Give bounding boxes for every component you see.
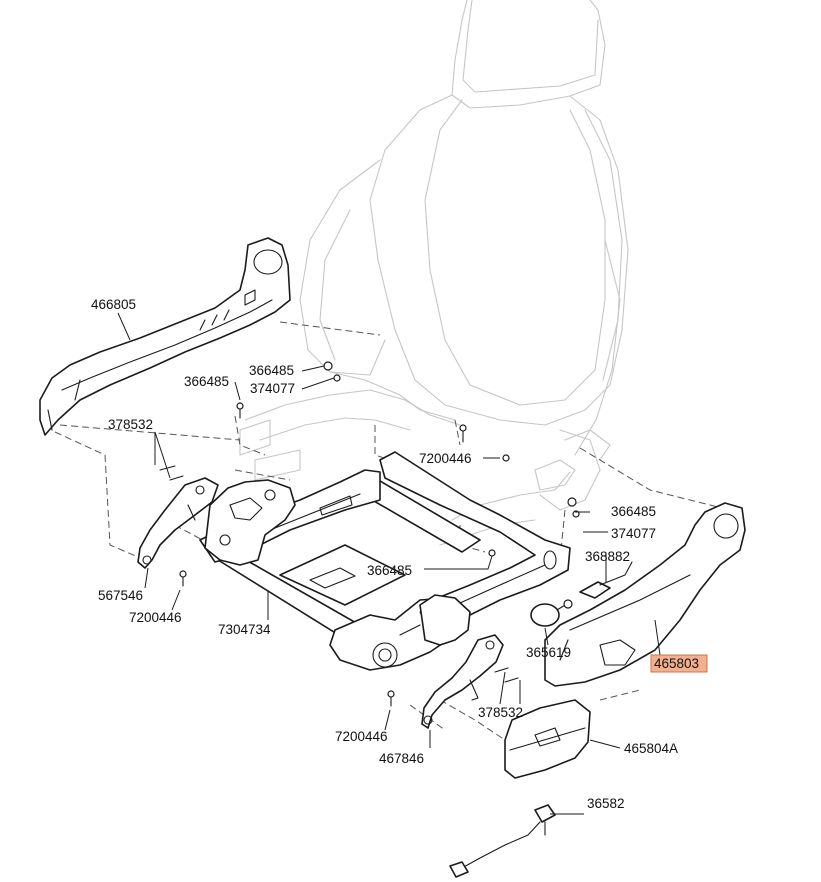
- label-378532-left[interactable]: 378532: [108, 417, 153, 432]
- label-366485-right[interactable]: 366485: [611, 504, 656, 519]
- label-7200446-left[interactable]: 7200446: [129, 610, 182, 625]
- label-467846[interactable]: 467846: [379, 751, 424, 766]
- seat-base-frame[interactable]: [199, 451, 571, 671]
- leader-lines: [117, 312, 661, 815]
- label-378532-right[interactable]: 378532: [478, 705, 523, 720]
- label-465803[interactable]: 465803: [654, 656, 699, 671]
- label-374077-top[interactable]: 374077: [250, 381, 295, 396]
- label-365619[interactable]: 365619: [526, 645, 571, 660]
- label-466805[interactable]: 466805: [91, 297, 136, 312]
- assembly-guide-lines: [54, 321, 731, 741]
- label-7200446-bottom[interactable]: 7200446: [335, 729, 388, 744]
- part-465804A-cover[interactable]: [504, 699, 591, 779]
- part-466805-side-frame[interactable]: [39, 237, 291, 436]
- label-368882[interactable]: 368882: [585, 549, 630, 564]
- label-366485-left[interactable]: 366485: [184, 374, 229, 389]
- part-567546-bracket[interactable]: [137, 477, 219, 569]
- part-467846-bracket[interactable]: [421, 634, 504, 729]
- screw-set: [159, 361, 580, 707]
- label-7304734[interactable]: 7304734: [218, 622, 271, 637]
- highlight-465803: [650, 654, 708, 673]
- label-366485-top[interactable]: 366485: [249, 363, 294, 378]
- part-labels: 466805 366485 374077 366485 378532 72004…: [91, 297, 699, 811]
- label-7200446-mid[interactable]: 7200446: [419, 451, 472, 466]
- label-366485-center[interactable]: 366485: [367, 563, 412, 578]
- label-465804A[interactable]: 465804A: [624, 741, 678, 756]
- part-365619-knob[interactable]: [530, 599, 573, 627]
- label-567546[interactable]: 567546: [98, 588, 143, 603]
- label-36582[interactable]: 36582: [587, 796, 625, 811]
- part-368882-lever[interactable]: [579, 561, 633, 599]
- label-374077-right[interactable]: 374077: [611, 526, 656, 541]
- part-465803-side-frame[interactable]: [544, 502, 746, 687]
- part-36582-harness[interactable]: [449, 804, 556, 878]
